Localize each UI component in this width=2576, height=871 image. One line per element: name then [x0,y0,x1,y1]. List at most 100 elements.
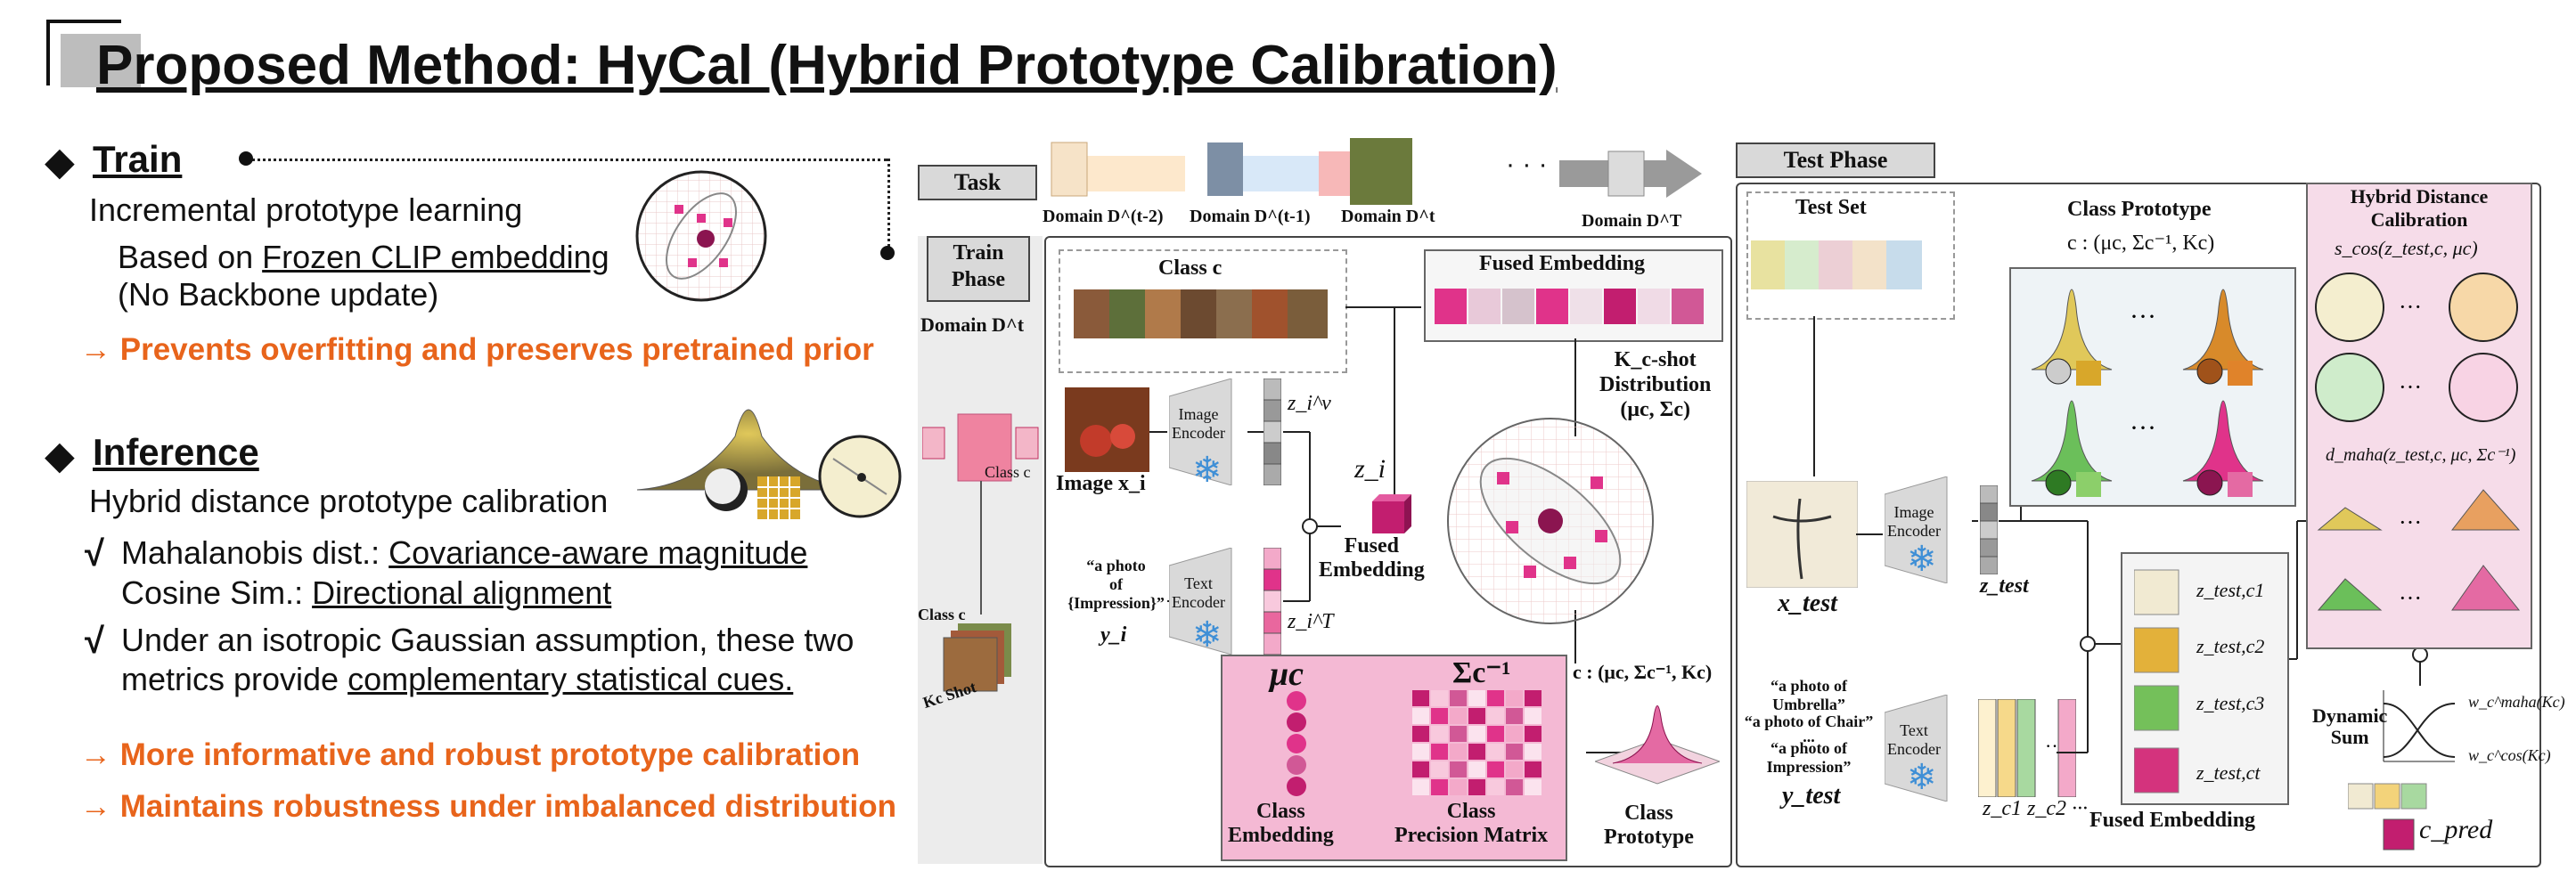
ztest-c2: z_test,c2 [2196,635,2265,657]
hybrid-title: Hybrid Distance Calibration [2350,185,2489,231]
train-class-c-label: Class c [985,463,1031,481]
title-corner-mark [46,20,121,85]
test-prompt-3: ... [1803,728,1815,745]
precision-cell [1506,761,1523,777]
precision-cell [1431,690,1448,706]
precision-cell [1487,744,1504,760]
domain-1: Domain D^(t-2) [1043,207,1164,226]
maha-line: Mahalanobis dist.: Covariance-aware magn… [121,534,808,571]
task-dots: · · · [1506,150,1548,179]
zt-vector [1263,548,1281,655]
precision-cell [1487,761,1504,777]
domain-2: Domain D^(t-1) [1190,207,1311,226]
class-prototype-title: Class Prototype [2067,198,2212,221]
test-main-box [1736,183,2541,867]
precision-cell [1506,744,1523,760]
y-test-label: y_test [1782,782,1841,810]
z-test-vector [1980,485,1998,574]
precision-cell [1431,708,1448,724]
gauss-line-2: metrics provide complementary statistica… [121,661,794,697]
precision-cell [1431,761,1448,777]
inference-line: Hybrid distance prototype calibration [89,483,609,519]
inference-illustration [636,409,902,519]
svg-text:···: ··· [2399,585,2422,611]
class-c-images [1074,289,1328,338]
snowflake-icon-3: ❄ [1907,540,1937,579]
dynamic-sum-plot [2383,690,2456,762]
c-tuple-2: c : (μc, Σc⁻¹, Kc) [2067,232,2215,255]
snowflake-icon: ❄ [1192,451,1223,490]
precision-cell [1525,761,1542,777]
train-dot [239,151,253,166]
precision-cell [1450,726,1467,742]
ztest-ct: z_test,ct [2196,761,2261,784]
svg-text:···: ··· [2130,413,2156,443]
x-test-label: x_test [1778,590,1837,617]
dynamic-sum-label: Dynamic Sum [2312,704,2388,748]
domain-4: Domain D^T [1582,211,1682,231]
train-line-2: Based on Frozen CLIP embedding [118,239,609,275]
fused-embedding-bar [1435,289,1704,324]
dmaha-label: d_maha(z_test,c, μc, Σc⁻¹) [2326,445,2516,465]
class-embedding-label: Class Embedding [1228,800,1334,847]
precision-cell [1412,708,1429,724]
precision-cell [1450,690,1467,706]
class-precision-label: Class Precision Matrix [1394,800,1549,847]
image-encoder-shape [1169,379,1232,485]
c-tuple-label: c : (μc, Σc⁻¹, Kc) [1573,661,1713,683]
precision-cell [1450,761,1467,777]
precision-cell [1487,708,1504,724]
svg-text:···: ··· [2399,509,2422,535]
title-corner-block [61,34,141,87]
class-c-box [1059,249,1347,373]
precision-cell [1525,690,1542,706]
train-header: Train [93,138,183,180]
domain-dt-label: Domain D^t [920,313,1025,336]
distribution-circle [1447,418,1654,624]
class-c-left: Class c [918,606,966,623]
precision-cell [1487,726,1504,742]
zv-label: z_i^v [1288,392,1331,415]
text-encoder-shape [1169,548,1232,655]
precision-cell [1506,779,1523,795]
test-text-encoder [1885,695,1948,802]
train-class-cube [922,413,1039,482]
precision-cell [1450,744,1467,760]
prompt-xi: “a photo of {Impression}” [1067,557,1165,612]
domain-3: Domain D^t [1341,207,1435,226]
precision-cell [1468,779,1485,795]
gauss-line-1: Under an isotropic Gaussian assumption, … [121,622,855,658]
precision-cell [1431,726,1448,742]
zi-cube [1372,494,1411,533]
precision-cell [1431,744,1448,760]
precision-cell [1487,779,1504,795]
test-image-encoder [1885,476,1948,583]
kc-distribution: K_c-shot Distribution (μc, Σc) [1599,348,1712,421]
precision-cell [1525,726,1542,742]
test-phase-box: Test Phase [1736,142,1935,178]
train-connectors [1149,306,1622,753]
check-2: √ [85,622,104,661]
train-line-1: Incremental prototype learning [89,191,523,228]
precision-cell [1506,690,1523,706]
test-set-label: Test Set [1795,196,1867,219]
precision-cell [1525,708,1542,724]
fused-embedding-title-2: Fused Embedding [2089,809,2256,832]
result-2: → Maintains robustness under imbalanced … [80,789,896,824]
muc-vector [1287,691,1306,796]
precision-cell [1468,761,1485,777]
ztest-c1: z_test,c1 [2196,579,2265,601]
precision-cell [1487,690,1504,706]
ztest-cubes [2134,569,2179,794]
task-timeline [1051,138,1702,205]
precision-cell [1468,744,1485,760]
precision-cell [1412,779,1429,795]
zv-vector [1263,379,1281,485]
cpred-label: c_pred [2419,815,2493,844]
prototype-grid: ··· ··· [2031,289,2264,497]
precision-cell [1412,744,1429,760]
train-main-box [1044,236,1732,867]
scos-label: s_cos(z_test,c, μc) [2335,237,2478,259]
train-illustration [635,170,767,302]
result-1: → More informative and robust prototype … [80,737,861,772]
